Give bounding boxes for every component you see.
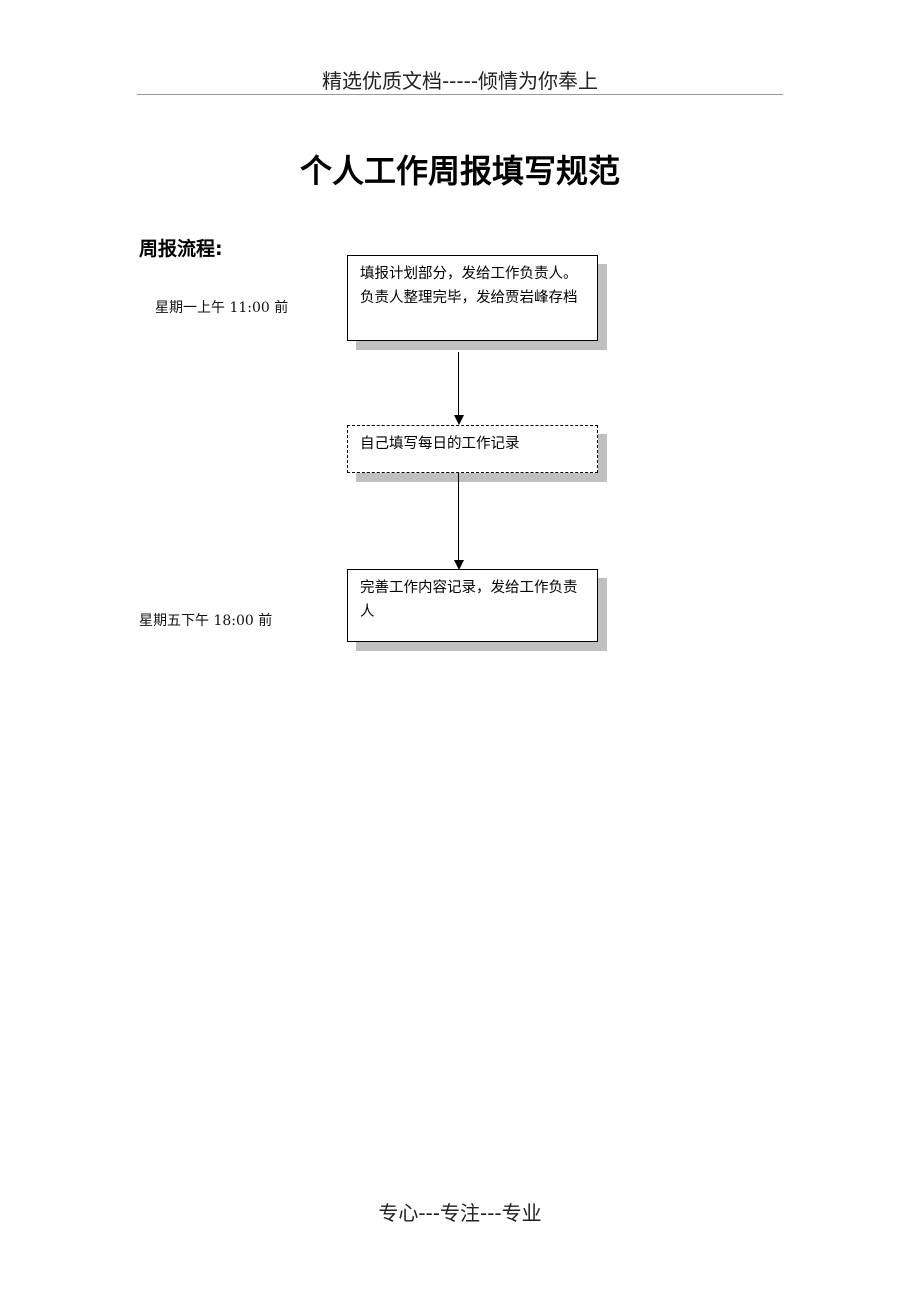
time-label-monday: 星期一上午 11:00 前 [155, 300, 289, 316]
arrow-down-icon [454, 415, 464, 425]
time-label-friday: 星期五下午 18:00 前 [139, 613, 273, 629]
section-heading-process: 周报流程: [139, 238, 223, 260]
flow-step-plan-text: 填报计划部分，发给工作负责人。负责人整理完毕，发给贾岩峰存档 [360, 266, 578, 306]
page-header-text: 精选优质文档-----倾情为你奉上 [321, 69, 599, 93]
flow-step-daily-record: 自己填写每日的工作记录 [347, 425, 598, 473]
page-footer-text: 专心---专注---专业 [378, 1201, 542, 1225]
flow-step-finalize-text: 完善工作内容记录，发给工作负责人 [360, 580, 578, 620]
document-title: 个人工作周报填写规范 [299, 152, 620, 190]
flow-step-plan: 填报计划部分，发给工作负责人。负责人整理完毕，发给贾岩峰存档 [347, 255, 598, 341]
arrow-down-icon [454, 560, 464, 570]
flow-step-finalize: 完善工作内容记录，发给工作负责人 [347, 569, 598, 642]
flow-step-daily-record-text: 自己填写每日的工作记录 [360, 436, 520, 452]
header-divider [137, 94, 783, 95]
flow-arrow-line-2 [458, 473, 459, 561]
flow-arrow-line-1 [458, 352, 459, 416]
